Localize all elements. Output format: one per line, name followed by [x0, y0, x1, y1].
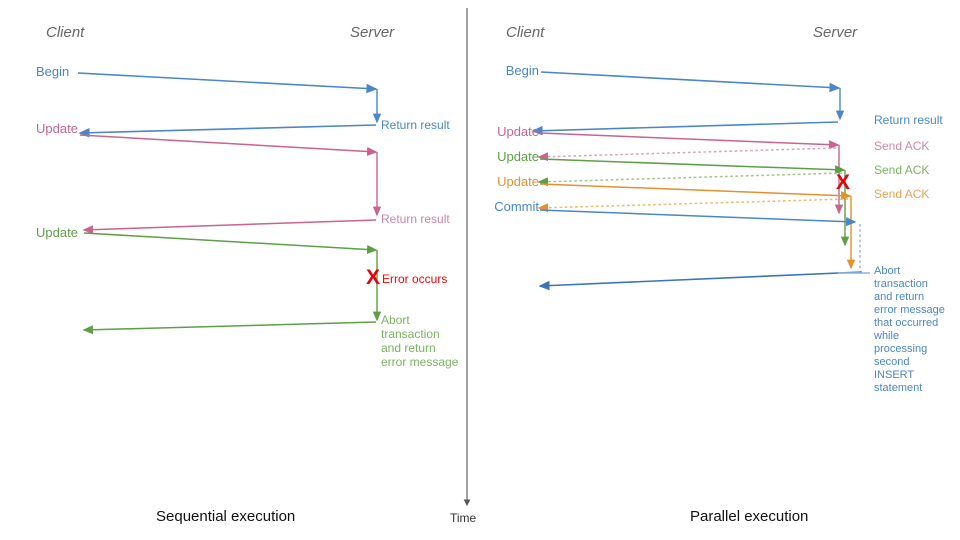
left-server-label-error: Error occurs [382, 272, 448, 286]
right-abort-note: Abort transaction and return error messa… [874, 265, 945, 394]
left-server-label-return-2: Return result [381, 212, 450, 226]
error-x-icon-left: X [366, 266, 381, 289]
left-client-label-begin: Begin [36, 64, 70, 79]
arrow-update-1-request [79, 134, 378, 156]
left-header-client: Client [46, 24, 85, 41]
arrow-abort-return-parallel [538, 271, 863, 291]
right-client-label-begin: Begin [505, 63, 539, 78]
right-server-label-ack-3: Send ACK [874, 187, 930, 201]
left-client-label-update-1: Update [36, 121, 78, 136]
arrow-update-3-request-parallel [539, 183, 852, 201]
arrow-send-ack-1 [537, 147, 837, 162]
left-server-label-return-1: Return result [381, 118, 450, 132]
left-panel-messages [77, 72, 382, 335]
arrow-abort-return [82, 321, 377, 335]
arrow-send-ack-2 [537, 172, 843, 187]
arrow-send-ack-3 [537, 198, 849, 213]
arrow-return-result-1 [78, 124, 377, 138]
left-header-server: Server [350, 24, 395, 41]
left-abort-note: Abort transaction and return error messa… [381, 313, 459, 370]
right-client-label-update-3: Update [497, 174, 539, 189]
right-client-label-update-2: Update [497, 149, 539, 164]
right-client-label-update-1: Update [497, 124, 539, 139]
arrow-update-1-request-parallel [539, 132, 840, 150]
arrow-return-result-parallel [531, 121, 839, 136]
left-caption: Sequential execution [156, 508, 296, 525]
arrow-begin-request [77, 72, 378, 94]
arrow-return-result-2 [82, 219, 377, 235]
right-panel-messages [531, 71, 870, 291]
right-header-client: Client [506, 24, 545, 41]
right-caption: Parallel execution [690, 508, 809, 525]
right-server-label-ack-1: Send ACK [874, 139, 930, 153]
right-client-label-commit: Commit [494, 199, 539, 214]
right-server-label-return-result: Return result [874, 113, 943, 127]
arrow-begin-request-parallel [540, 71, 841, 93]
arrow-update-2-request-parallel [539, 158, 846, 175]
right-server-label-ack-2: Send ACK [874, 163, 930, 177]
arrow-commit-request [539, 209, 857, 227]
time-axis-label: Time [450, 511, 477, 525]
left-client-label-update-2: Update [36, 225, 78, 240]
arrow-update-2-request [83, 232, 378, 254]
error-x-icon-right: X [836, 171, 851, 194]
right-header-server: Server [813, 24, 858, 41]
